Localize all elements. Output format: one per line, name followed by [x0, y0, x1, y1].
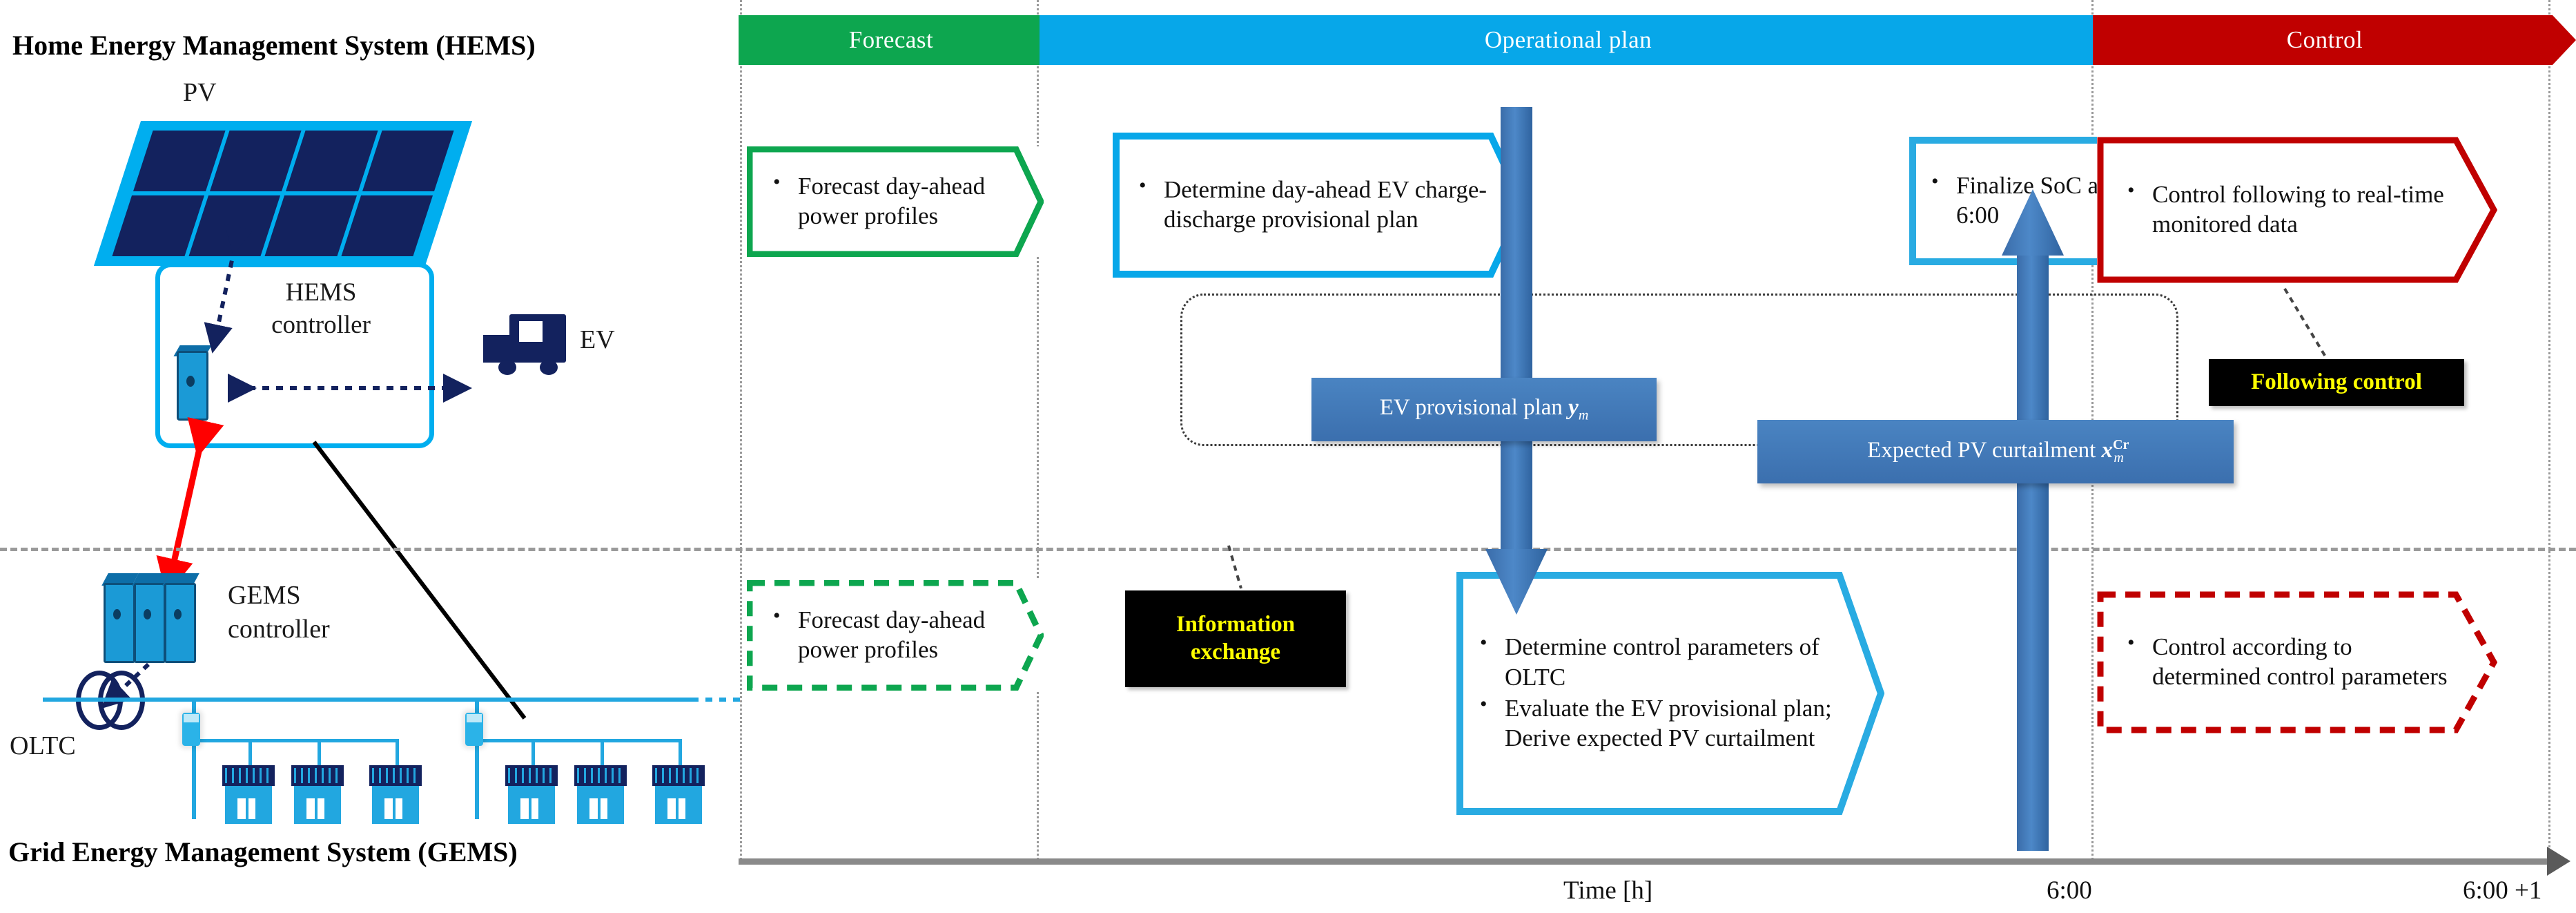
pv-hems-link — [204, 224, 253, 354]
phase-banner-forecast-label: Forecast — [848, 26, 934, 53]
system-overview-panel: Home Energy Management System (HEMS) PV … — [0, 0, 740, 913]
ev-provisional-plan-chip: EV provisional plan ym — [1311, 378, 1657, 441]
phase-divider-forecast-plan — [1037, 0, 1039, 860]
house-1-2 — [291, 765, 344, 824]
hems-plan-item-0: Determine day-ahead EV charge-discharge … — [1133, 173, 1496, 235]
phase-banner-forecast[interactable]: Forecast — [739, 15, 1063, 65]
gems-forecast-item-0: Forecast day-ahead power profiles — [768, 603, 1013, 665]
drop-1-3 — [396, 739, 399, 767]
house-2-2 — [574, 765, 627, 824]
house-2-3 — [652, 765, 705, 824]
information-exchange-line1: Information — [1175, 612, 1296, 637]
gems-controller-label: GEMS controller — [228, 579, 330, 646]
ev-icon — [483, 314, 566, 375]
ev-label: EV — [580, 325, 615, 354]
phase-banner-control[interactable]: Control — [2093, 15, 2576, 65]
lateral-1-bus — [192, 739, 399, 742]
ev-chip-symbol: y — [1568, 395, 1579, 421]
phase-banner-operational-plan[interactable]: Operational plan — [1040, 15, 2116, 65]
gems-plan-item-0: Determine control parameters of OLTC — [1474, 630, 1836, 692]
expected-pv-curtailment-arrow — [2002, 189, 2064, 851]
hems-controller-line1: HEMS — [285, 278, 357, 307]
pv-chip-symbol: x — [2101, 437, 2114, 463]
drop-1-2 — [318, 739, 321, 767]
ev-provisional-plan-arrow — [1485, 107, 1548, 615]
gems-forecast-box[interactable]: Forecast day-ahead power profiles — [747, 580, 1044, 691]
hems-forecast-item-0: Forecast day-ahead power profiles — [768, 169, 1013, 231]
feeder-line — [43, 698, 692, 702]
gems-title: Grid Energy Management System (GEMS) — [8, 836, 518, 867]
gems-plan-item-1: Evaluate the EV provisional plan; Derive… — [1474, 691, 1836, 753]
drop-2-1 — [531, 739, 535, 767]
following-control-callout: Following control — [2209, 359, 2464, 406]
hems-plan-box[interactable]: Determine day-ahead EV charge-discharge … — [1113, 133, 1527, 278]
gems-control-box[interactable]: Control according to determined control … — [2097, 591, 2497, 733]
following-control-label: Following control — [2251, 369, 2422, 395]
phase-banner-operational-plan-label: Operational plan — [1484, 26, 1652, 53]
drop-1-1 — [248, 739, 252, 767]
gems-controller-line1: GEMS — [228, 581, 301, 610]
oltc-label: OLTC — [10, 731, 76, 760]
lateral-2 — [475, 702, 479, 819]
gems-controller-icon — [101, 573, 207, 663]
hems-control-box[interactable]: Control following to real-time monitored… — [2097, 137, 2497, 283]
time-axis-title: Time [h] — [1563, 876, 1653, 905]
gems-plan-box[interactable]: Determine control parameters of OLTC Eva… — [1456, 572, 1884, 815]
pv-chip-sup: Cr — [2113, 436, 2129, 452]
drop-2-3 — [679, 739, 682, 767]
time-tick-6-00-plus-1: 6:00 +1 — [2463, 876, 2542, 905]
phase-banner-control-label: Control — [2286, 26, 2363, 53]
time-tick-6-00: 6:00 — [2047, 876, 2092, 905]
house-2-1 — [505, 765, 558, 824]
hems-controller-line2: controller — [271, 311, 371, 340]
phase-divider-start — [740, 0, 742, 860]
hems-control-item-0: Control following to real-time monitored… — [2122, 177, 2455, 240]
pv-label: PV — [183, 78, 217, 107]
time-axis-arrowhead — [2547, 847, 2570, 876]
meter-2 — [465, 713, 483, 746]
hems-house-line — [312, 441, 527, 720]
hems-gems-red-link — [156, 416, 224, 596]
hems-gems-divider — [0, 548, 2576, 551]
hems-forecast-box[interactable]: Forecast day-ahead power profiles — [747, 146, 1044, 257]
ev-chip-sub: m — [1578, 407, 1589, 423]
information-exchange-region — [1180, 294, 2178, 446]
ev-chip-text: EV provisional plan — [1379, 395, 1569, 421]
house-1-1 — [222, 765, 275, 824]
house-1-3 — [369, 765, 422, 824]
hems-finalize-item-0: Finalize SoC at 6:00 — [1926, 169, 2112, 231]
following-control-leader — [2283, 287, 2328, 359]
information-exchange-line2: exchange — [1190, 640, 1281, 664]
lateral-1 — [192, 702, 196, 819]
pv-chip-sub: m — [2114, 450, 2124, 466]
lateral-2-bus — [475, 739, 682, 742]
gems-control-item-0: Control according to determined control … — [2122, 630, 2455, 692]
pv-chip-text: Expected PV curtailment — [1867, 437, 2102, 463]
drop-2-2 — [601, 739, 604, 767]
information-exchange-leader — [1227, 545, 1242, 589]
hems-controller-label: HEMS controller — [228, 276, 414, 342]
callout-leader-lines — [1227, 287, 2328, 589]
hems-title: Home Energy Management System (HEMS) — [12, 30, 536, 61]
information-exchange-callout: Information exchange — [1125, 590, 1346, 687]
feeder-line-continuation — [692, 698, 740, 702]
timeline-panel: Forecast Operational plan Control Foreca… — [739, 0, 2576, 913]
expected-pv-curtailment-chip: Expected PV curtailment xCrm — [1757, 420, 2234, 483]
gems-controller-line2: controller — [228, 614, 330, 644]
meter-1 — [182, 713, 200, 746]
phase-divider-end — [2548, 0, 2550, 860]
time-axis — [739, 858, 2550, 865]
